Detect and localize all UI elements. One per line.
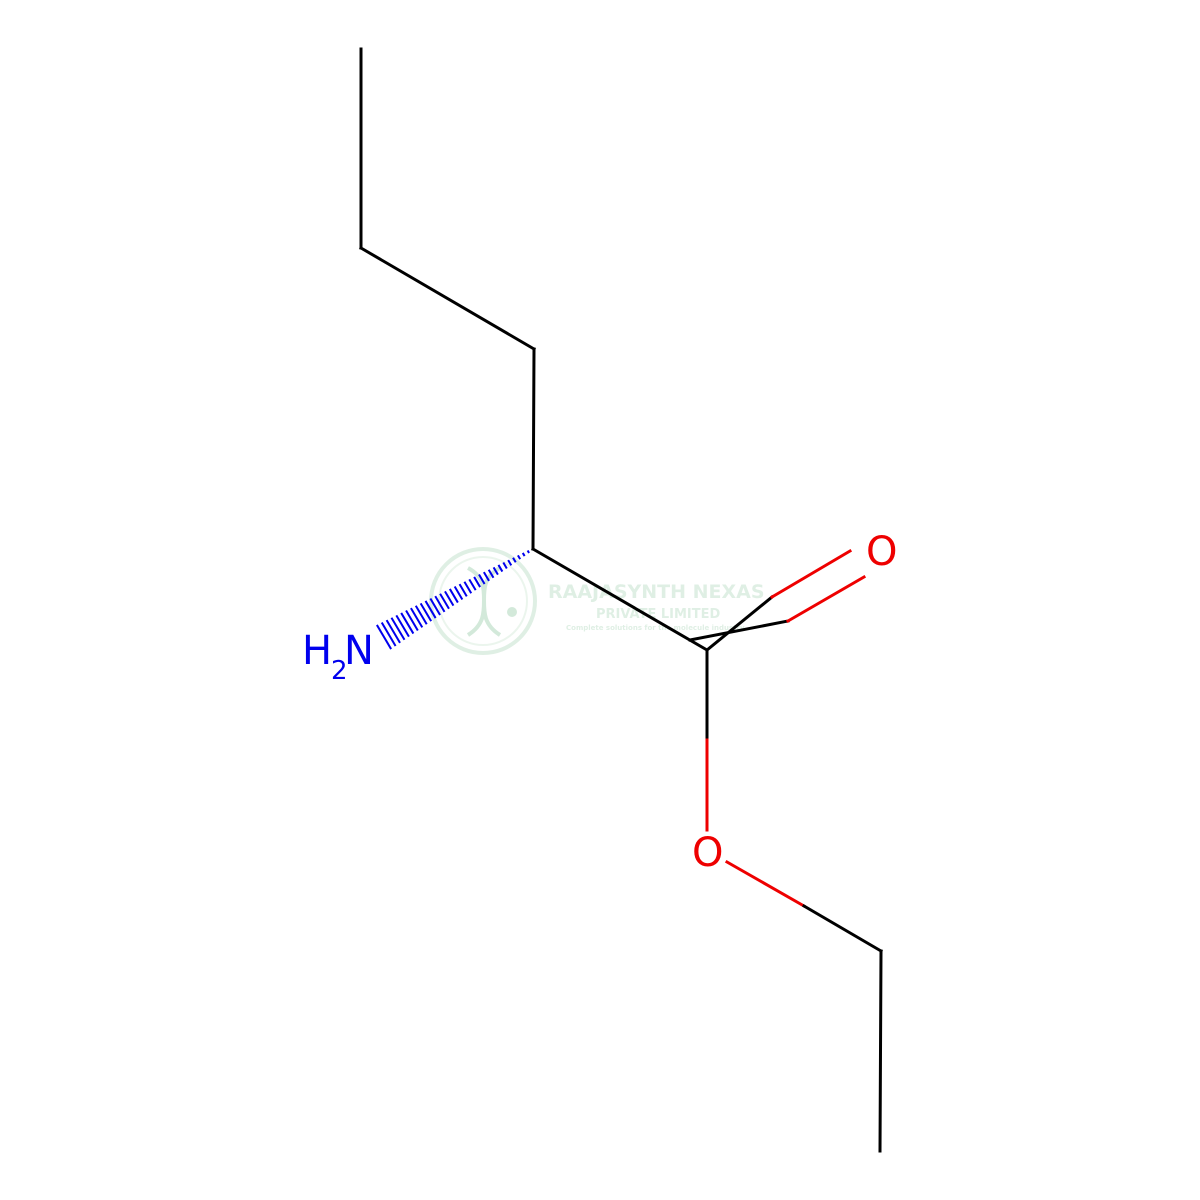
hash-line xyxy=(390,617,406,641)
bond-o-ch2-red xyxy=(724,859,807,909)
watermark-name: RAAJASYNTH NEXAS xyxy=(548,581,765,603)
bond-c4-c3 xyxy=(358,245,537,352)
hash-line xyxy=(453,586,464,600)
double-bond-c1-o-inner-red xyxy=(785,574,867,624)
hash-line xyxy=(400,612,415,635)
hash-line xyxy=(444,590,455,607)
double-bond-c1-o-outer-red xyxy=(769,548,853,600)
hash-line xyxy=(376,624,392,650)
hash-line xyxy=(502,562,508,569)
double-bond-c1-o-inner-black xyxy=(688,619,790,642)
bond-c2-c1 xyxy=(530,546,710,653)
atom-label-subscript: 2 xyxy=(331,656,348,686)
double-bond-c1-o-outer-black xyxy=(704,594,775,653)
watermark-helix-icon xyxy=(466,566,502,637)
hash-line xyxy=(497,564,504,573)
hash-line xyxy=(478,574,486,585)
hash-line xyxy=(419,602,433,622)
watermark-tagline: Complete solutions for the molecule indu… xyxy=(566,624,745,632)
hash-line xyxy=(395,614,410,638)
watermark-node-icon xyxy=(507,607,517,617)
hash-line xyxy=(410,607,424,628)
hash-line xyxy=(380,622,397,647)
hash-line xyxy=(429,598,441,616)
hash-line xyxy=(463,581,473,594)
hash-line xyxy=(405,610,419,631)
atom-label-carbonyl-o: O xyxy=(866,529,897,575)
hash-line xyxy=(526,550,530,554)
hash-line xyxy=(487,569,495,579)
hash-line xyxy=(385,619,401,644)
bond-o-ch2-black xyxy=(801,903,884,954)
atom-label-h: H xyxy=(302,628,332,674)
hash-line xyxy=(507,559,513,566)
hash-line xyxy=(483,571,490,582)
hash-line xyxy=(512,557,517,563)
hash-line xyxy=(473,576,481,588)
bond-ch2-ch3 xyxy=(878,949,883,1153)
hash-line xyxy=(424,600,437,619)
hash-line xyxy=(448,588,459,604)
hash-line xyxy=(517,554,522,560)
hash-line xyxy=(521,552,526,557)
hash-line xyxy=(468,578,477,591)
atom-label-ester-o: O xyxy=(692,830,723,876)
bond-c3-c2 xyxy=(531,347,536,551)
watermark-sub: PRIVATE LIMITED xyxy=(596,607,721,622)
watermark-logo: RAAJASYNTH NEXAS PRIVATE LIMITED Complet… xyxy=(429,547,765,655)
hash-line xyxy=(492,566,499,576)
atom-label-n: N xyxy=(344,628,374,674)
hash-line xyxy=(458,583,468,597)
hashed-wedge-bond xyxy=(376,547,535,650)
hash-line xyxy=(434,595,446,613)
hash-line xyxy=(439,593,450,610)
hash-line xyxy=(414,605,428,625)
